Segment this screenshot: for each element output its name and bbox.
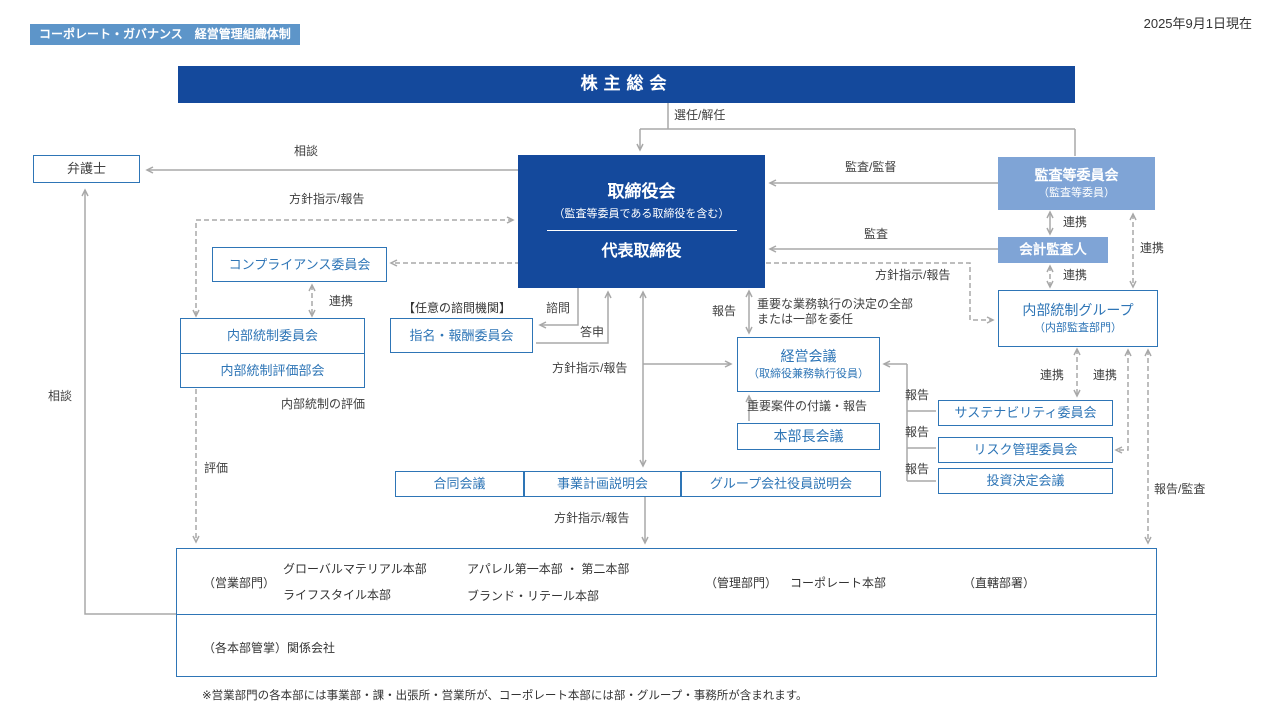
advisory-body-caption: 【任意の諮問機関】 bbox=[403, 301, 512, 315]
node-business-plan-briefing: 事業計画説明会 bbox=[524, 471, 681, 497]
node-board-of-directors: 取締役会 （監査等委員である取締役を含む） 代表取締役 bbox=[518, 155, 765, 288]
node-sustainability-committee: サステナビリティ委員会 bbox=[938, 400, 1113, 426]
management-meeting-title: 経営会議 bbox=[780, 347, 837, 364]
node-accounting-auditor: 会計監査人 bbox=[998, 237, 1108, 263]
division-global-material: グローバルマテリアル本部 bbox=[283, 562, 427, 576]
audit-committee-title: 監査等委員会 bbox=[1034, 167, 1119, 183]
board-subtitle: （監査等委員である取締役を含む） bbox=[553, 208, 730, 220]
division-brand-retail: ブランド・リテール本部 bbox=[467, 589, 600, 603]
edge-label-reply: 答申 bbox=[580, 325, 605, 339]
node-nomination-remuneration-committee: 指名・報酬委員会 bbox=[390, 318, 533, 353]
node-operating-divisions-box bbox=[176, 548, 1157, 677]
edge-label-audit: 監査 bbox=[864, 227, 889, 241]
edge-label-agenda-report: 重要案件の付議・報告 bbox=[747, 399, 868, 413]
node-internal-audit-group: 内部統制グループ （内部監査部門） bbox=[998, 290, 1158, 347]
node-lawyer: 弁護士 bbox=[33, 155, 140, 183]
edge-label-inquiry: 諮問 bbox=[546, 301, 571, 315]
division-apparel: アパレル第一本部 ・ 第二本部 bbox=[467, 562, 630, 576]
as-of-date: 2025年9月1日現在 bbox=[1143, 16, 1252, 31]
admin-division-caption: （管理部門） bbox=[705, 576, 778, 590]
edge-label-policy-report-center: 方針指示/報告 bbox=[552, 361, 628, 375]
edge-label-appoint-dismiss: 選任/解任 bbox=[674, 108, 726, 122]
edge-label-report-sustainability: 報告 bbox=[905, 388, 930, 402]
edge-label-cooperate-risk: 連携 bbox=[1093, 368, 1118, 382]
page-title-badge: コーポレート・ガバナンス 経営管理組織体制 bbox=[30, 24, 300, 45]
edge-label-policy-report-right: 方針指示/報告 bbox=[875, 268, 951, 282]
affiliated-companies: （各本部管掌）関係会社 bbox=[203, 641, 336, 655]
node-management-meeting: 経営会議 （取締役兼務執行役員） bbox=[737, 337, 880, 392]
edge-label-evaluation: 評価 bbox=[204, 461, 229, 475]
management-meeting-subtitle: （取締役兼務執行役員） bbox=[748, 368, 869, 381]
division-lifestyle: ライフスタイル本部 bbox=[283, 588, 392, 602]
edge-label-policy-report-bottom: 方針指示/報告 bbox=[554, 511, 630, 525]
edge-label-consult-top: 相談 bbox=[294, 144, 319, 158]
node-division-heads-meeting: 本部長会議 bbox=[737, 423, 880, 450]
edge-label-cooperate-compliance: 連携 bbox=[329, 294, 354, 308]
sales-division-caption: （営業部門） bbox=[203, 576, 276, 590]
node-risk-management-committee: リスク管理委員会 bbox=[938, 437, 1113, 463]
internal-audit-group-subtitle: （内部監査部門） bbox=[1034, 322, 1122, 335]
edge-label-report-audit: 報告/監査 bbox=[1154, 482, 1206, 496]
edge-label-cooperate-right: 連携 bbox=[1140, 241, 1165, 255]
node-internal-control-stack: 内部統制委員会 内部統制評価部会 bbox=[180, 318, 365, 388]
edge-label-report-risk: 報告 bbox=[905, 425, 930, 439]
edge-label-report-investment: 報告 bbox=[905, 462, 930, 476]
node-joint-meeting: 合同会議 bbox=[395, 471, 524, 497]
edge-label-cooperate-2: 連携 bbox=[1063, 268, 1088, 282]
node-audit-committee: 監査等委員会 （監査等委員） bbox=[998, 157, 1155, 210]
board-title: 取締役会 bbox=[607, 181, 676, 201]
division-corporate: コーポレート本部 bbox=[790, 576, 887, 590]
edge-label-report-center: 報告 bbox=[712, 304, 737, 318]
node-investment-decision-meeting: 投資決定会議 bbox=[938, 468, 1113, 494]
node-shareholders-meeting: 株主総会 bbox=[178, 66, 1075, 103]
internal-audit-group-title: 内部統制グループ bbox=[1022, 301, 1134, 318]
edge-label-policy-report-left: 方針指示/報告 bbox=[289, 192, 365, 206]
edge-label-delegate: 重要な業務執行の決定の全部 または一部を委任 bbox=[757, 297, 913, 327]
board-separator bbox=[546, 230, 737, 232]
node-group-company-officer-briefing: グループ会社役員説明会 bbox=[681, 471, 881, 497]
footnote: ※営業部門の各本部には事業部・課・出張所・営業所が、コーポレート本部には部・グル… bbox=[202, 690, 808, 702]
edge-label-delegate-line1: 重要な業務執行の決定の全部 bbox=[757, 297, 914, 311]
node-compliance-committee: コンプライアンス委員会 bbox=[212, 247, 387, 282]
edge-label-cooperate-1: 連携 bbox=[1063, 215, 1088, 229]
edge-label-audit-supervise: 監査/監督 bbox=[845, 160, 897, 174]
direct-department-caption: （直轄部署） bbox=[963, 576, 1036, 590]
node-internal-control-evaluation-subcommittee: 内部統制評価部会 bbox=[181, 352, 364, 387]
node-internal-control-committee: 内部統制委員会 bbox=[226, 328, 318, 344]
edge-label-ic-evaluation: 内部統制の評価 bbox=[281, 397, 366, 411]
edge-label-consult-left: 相談 bbox=[48, 389, 73, 403]
node-representative-director: 代表取締役 bbox=[601, 243, 682, 261]
org-box-divider bbox=[177, 614, 1156, 615]
edge-label-cooperate-sustainability: 連携 bbox=[1040, 368, 1065, 382]
edge-label-delegate-line2: または一部を委任 bbox=[757, 312, 854, 326]
audit-committee-subtitle: （監査等委員） bbox=[1038, 186, 1115, 199]
